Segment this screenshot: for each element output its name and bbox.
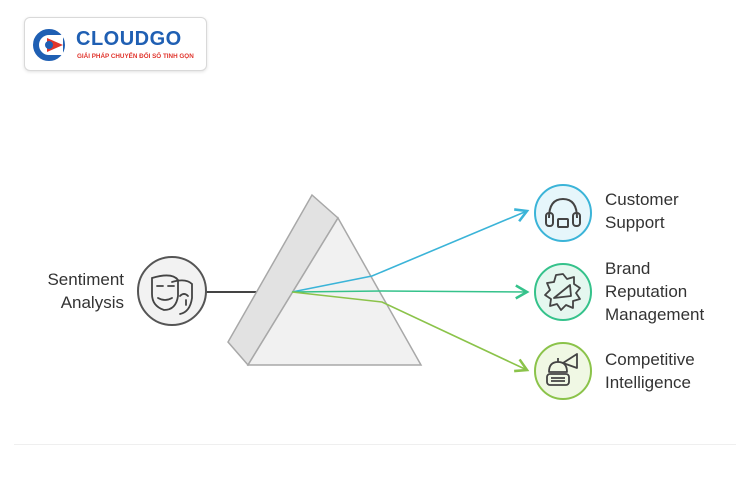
headset-icon — [545, 197, 581, 228]
output-label-line: Competitive — [605, 350, 695, 369]
output-label-line: Brand — [605, 259, 651, 278]
input-label-line2: Analysis — [60, 293, 124, 312]
brand-name: CLOUDGO — [76, 28, 182, 50]
output-label-line: Reputation — [605, 282, 688, 301]
output-label-line: Management — [605, 305, 705, 324]
cloudgo-logo-icon — [33, 29, 65, 61]
beam-brand-reputation — [291, 284, 530, 300]
output-label-line: Customer — [605, 190, 679, 209]
megaphone-badge-icon — [544, 273, 581, 311]
output-label-competitive-intelligence: Competitive Intelligence — [605, 348, 695, 394]
prism-shape — [227, 193, 423, 367]
sentiment-node — [137, 256, 207, 326]
brand-tagline: GIẢI PHÁP CHUYỂN ĐỔI SỐ TINH GỌN — [77, 53, 194, 60]
output-label-line: Support — [605, 213, 665, 232]
competitive-intelligence-node — [534, 342, 592, 400]
brand-reputation-node — [534, 263, 592, 321]
input-label: Sentiment Analysis — [36, 268, 124, 314]
input-label-line1: Sentiment — [47, 270, 124, 289]
theater-masks-icon — [151, 274, 193, 315]
output-label-customer-support: Customer Support — [605, 188, 679, 234]
brand-logo: CLOUDGO GIẢI PHÁP CHUYỂN ĐỔI SỐ TINH GỌN — [24, 17, 207, 71]
beam-competitive-intelligence — [291, 291, 530, 373]
output-label-brand-reputation: Brand Reputation Management — [605, 257, 704, 326]
robot-megaphone-icon — [546, 353, 578, 386]
customer-support-node — [534, 184, 592, 242]
divider — [14, 444, 736, 445]
output-label-line: Intelligence — [605, 373, 692, 392]
beam-customer-support — [291, 208, 530, 293]
